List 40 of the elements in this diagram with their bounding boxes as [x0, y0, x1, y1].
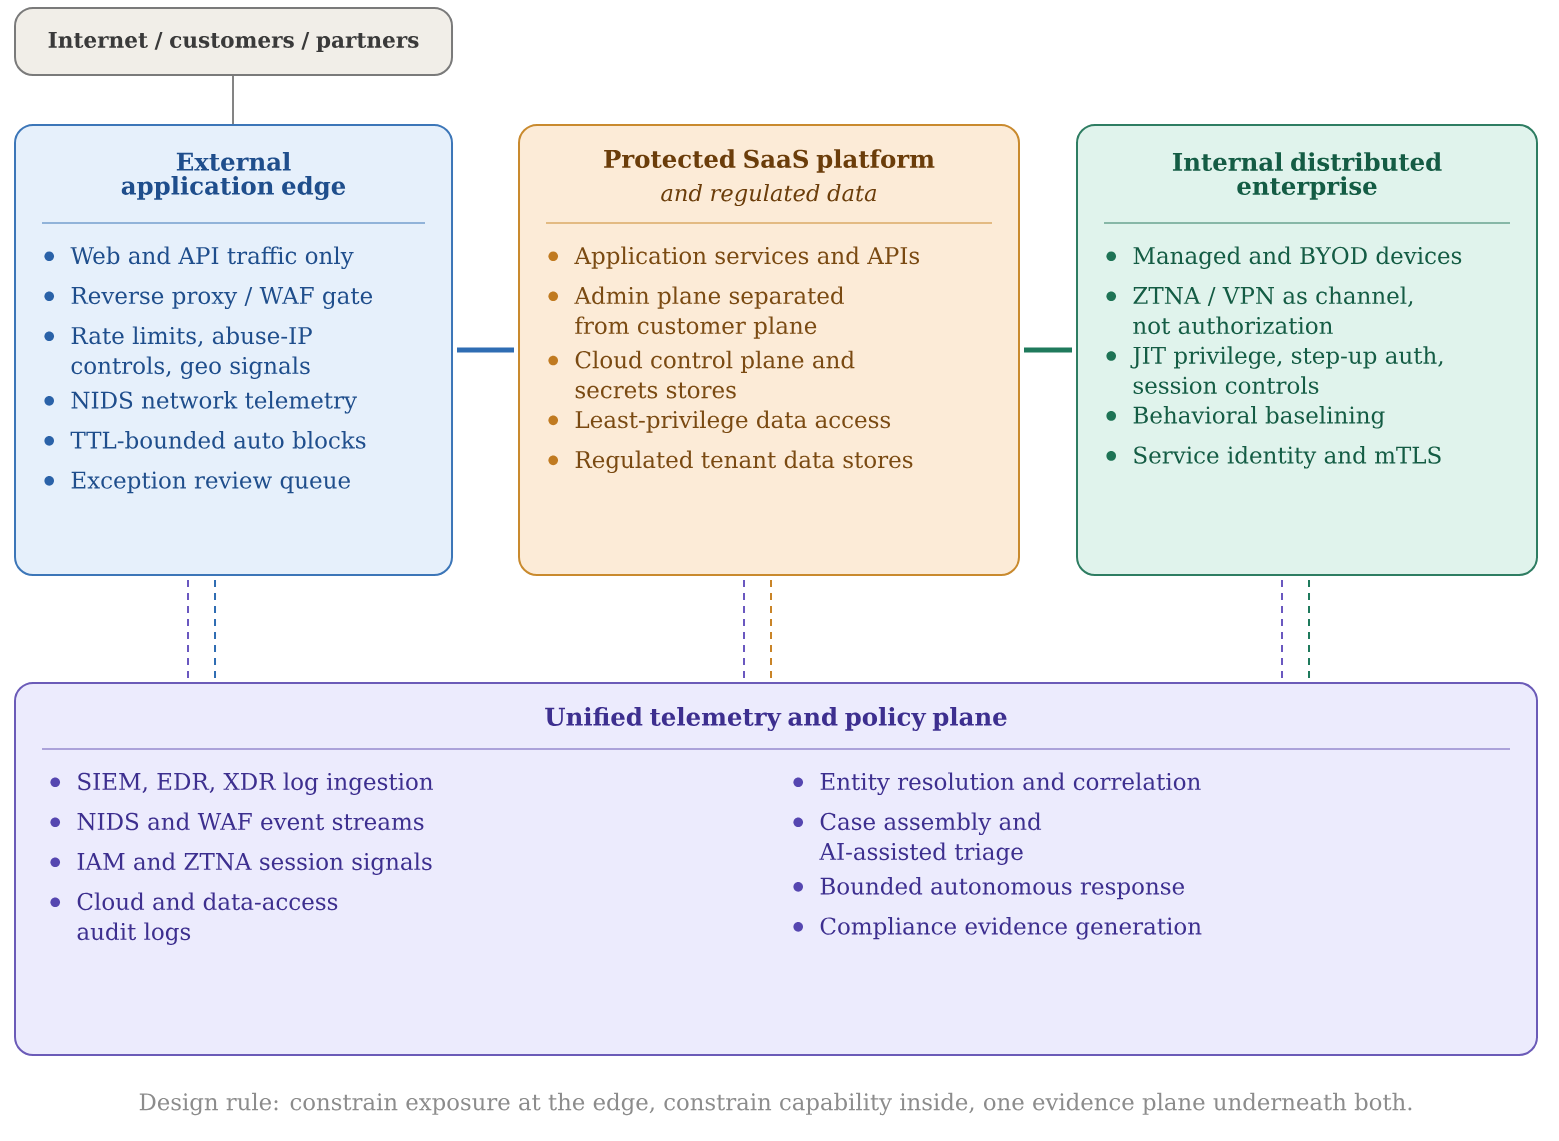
- list-item: Cloud control plane and secrets stores: [548, 350, 855, 399]
- connector: [770, 579, 772, 679]
- list-item: NIDS network telemetry: [44, 391, 357, 414]
- connector: [1308, 579, 1310, 679]
- list-item: Application services and APIs: [548, 246, 920, 269]
- list-item: Web and API traffic only: [44, 246, 354, 269]
- list-item: TTL-bounded auto blocks: [44, 431, 366, 449]
- panel-heading: Unified telemetry and policy plane: [545, 707, 1007, 731]
- list-item: Rate limits, abuse-IP controls, geo signals: [44, 326, 312, 379]
- list-item: NIDS and WAF event streams: [50, 812, 424, 831]
- list-item: ZTNA / VPN as channel, not authorization: [1106, 286, 1413, 335]
- list-item: Cloud and data-access audit logs: [50, 892, 338, 945]
- connector: [187, 579, 189, 679]
- panel-heading: Internal distributed enterprise: [1172, 152, 1442, 200]
- panel-heading: External application edge: [121, 152, 346, 200]
- connector: [743, 579, 745, 679]
- panel-subheading: and regulated data: [661, 183, 877, 207]
- caption: Design rule: constrain exposure at the edge, constrain capability inside, one evidence plane underneath both.: [139, 1092, 1412, 1116]
- list-item: IAM and ZTNA session signals: [50, 852, 432, 875]
- list-item: Reverse proxy / WAF gate: [44, 287, 373, 309]
- list-item: Least-privilege data access: [548, 410, 891, 434]
- list-item: Service identity and mTLS: [1106, 446, 1441, 469]
- connector: [1281, 579, 1283, 679]
- list-item: Behavioral baselining: [1106, 406, 1385, 429]
- list-item: Case assembly and AI-assisted triage: [793, 812, 1042, 865]
- list-item: Compliance evidence generation: [793, 917, 1202, 940]
- list-item: Regulated tenant data stores: [548, 450, 913, 474]
- list-item: Entity resolution and correlation: [793, 772, 1201, 795]
- panel-heading: Internet / customers / partners: [48, 31, 419, 53]
- connector: [1024, 347, 1072, 353]
- connector: [457, 347, 514, 353]
- list-item: Managed and BYOD devices: [1106, 246, 1462, 269]
- panel-heading: Protected SaaS platform: [604, 149, 935, 173]
- list-item: SIEM, EDR, XDR log ingestion: [50, 772, 433, 795]
- list-item: JIT privilege, step-up auth, session controls: [1106, 346, 1443, 394]
- list-item: Bounded autonomous response: [793, 877, 1184, 900]
- list-item: Admin plane separated from customer plane: [548, 286, 844, 339]
- list-item: Exception review queue: [44, 471, 350, 494]
- connector: [232, 75, 234, 125]
- connector: [214, 579, 216, 679]
